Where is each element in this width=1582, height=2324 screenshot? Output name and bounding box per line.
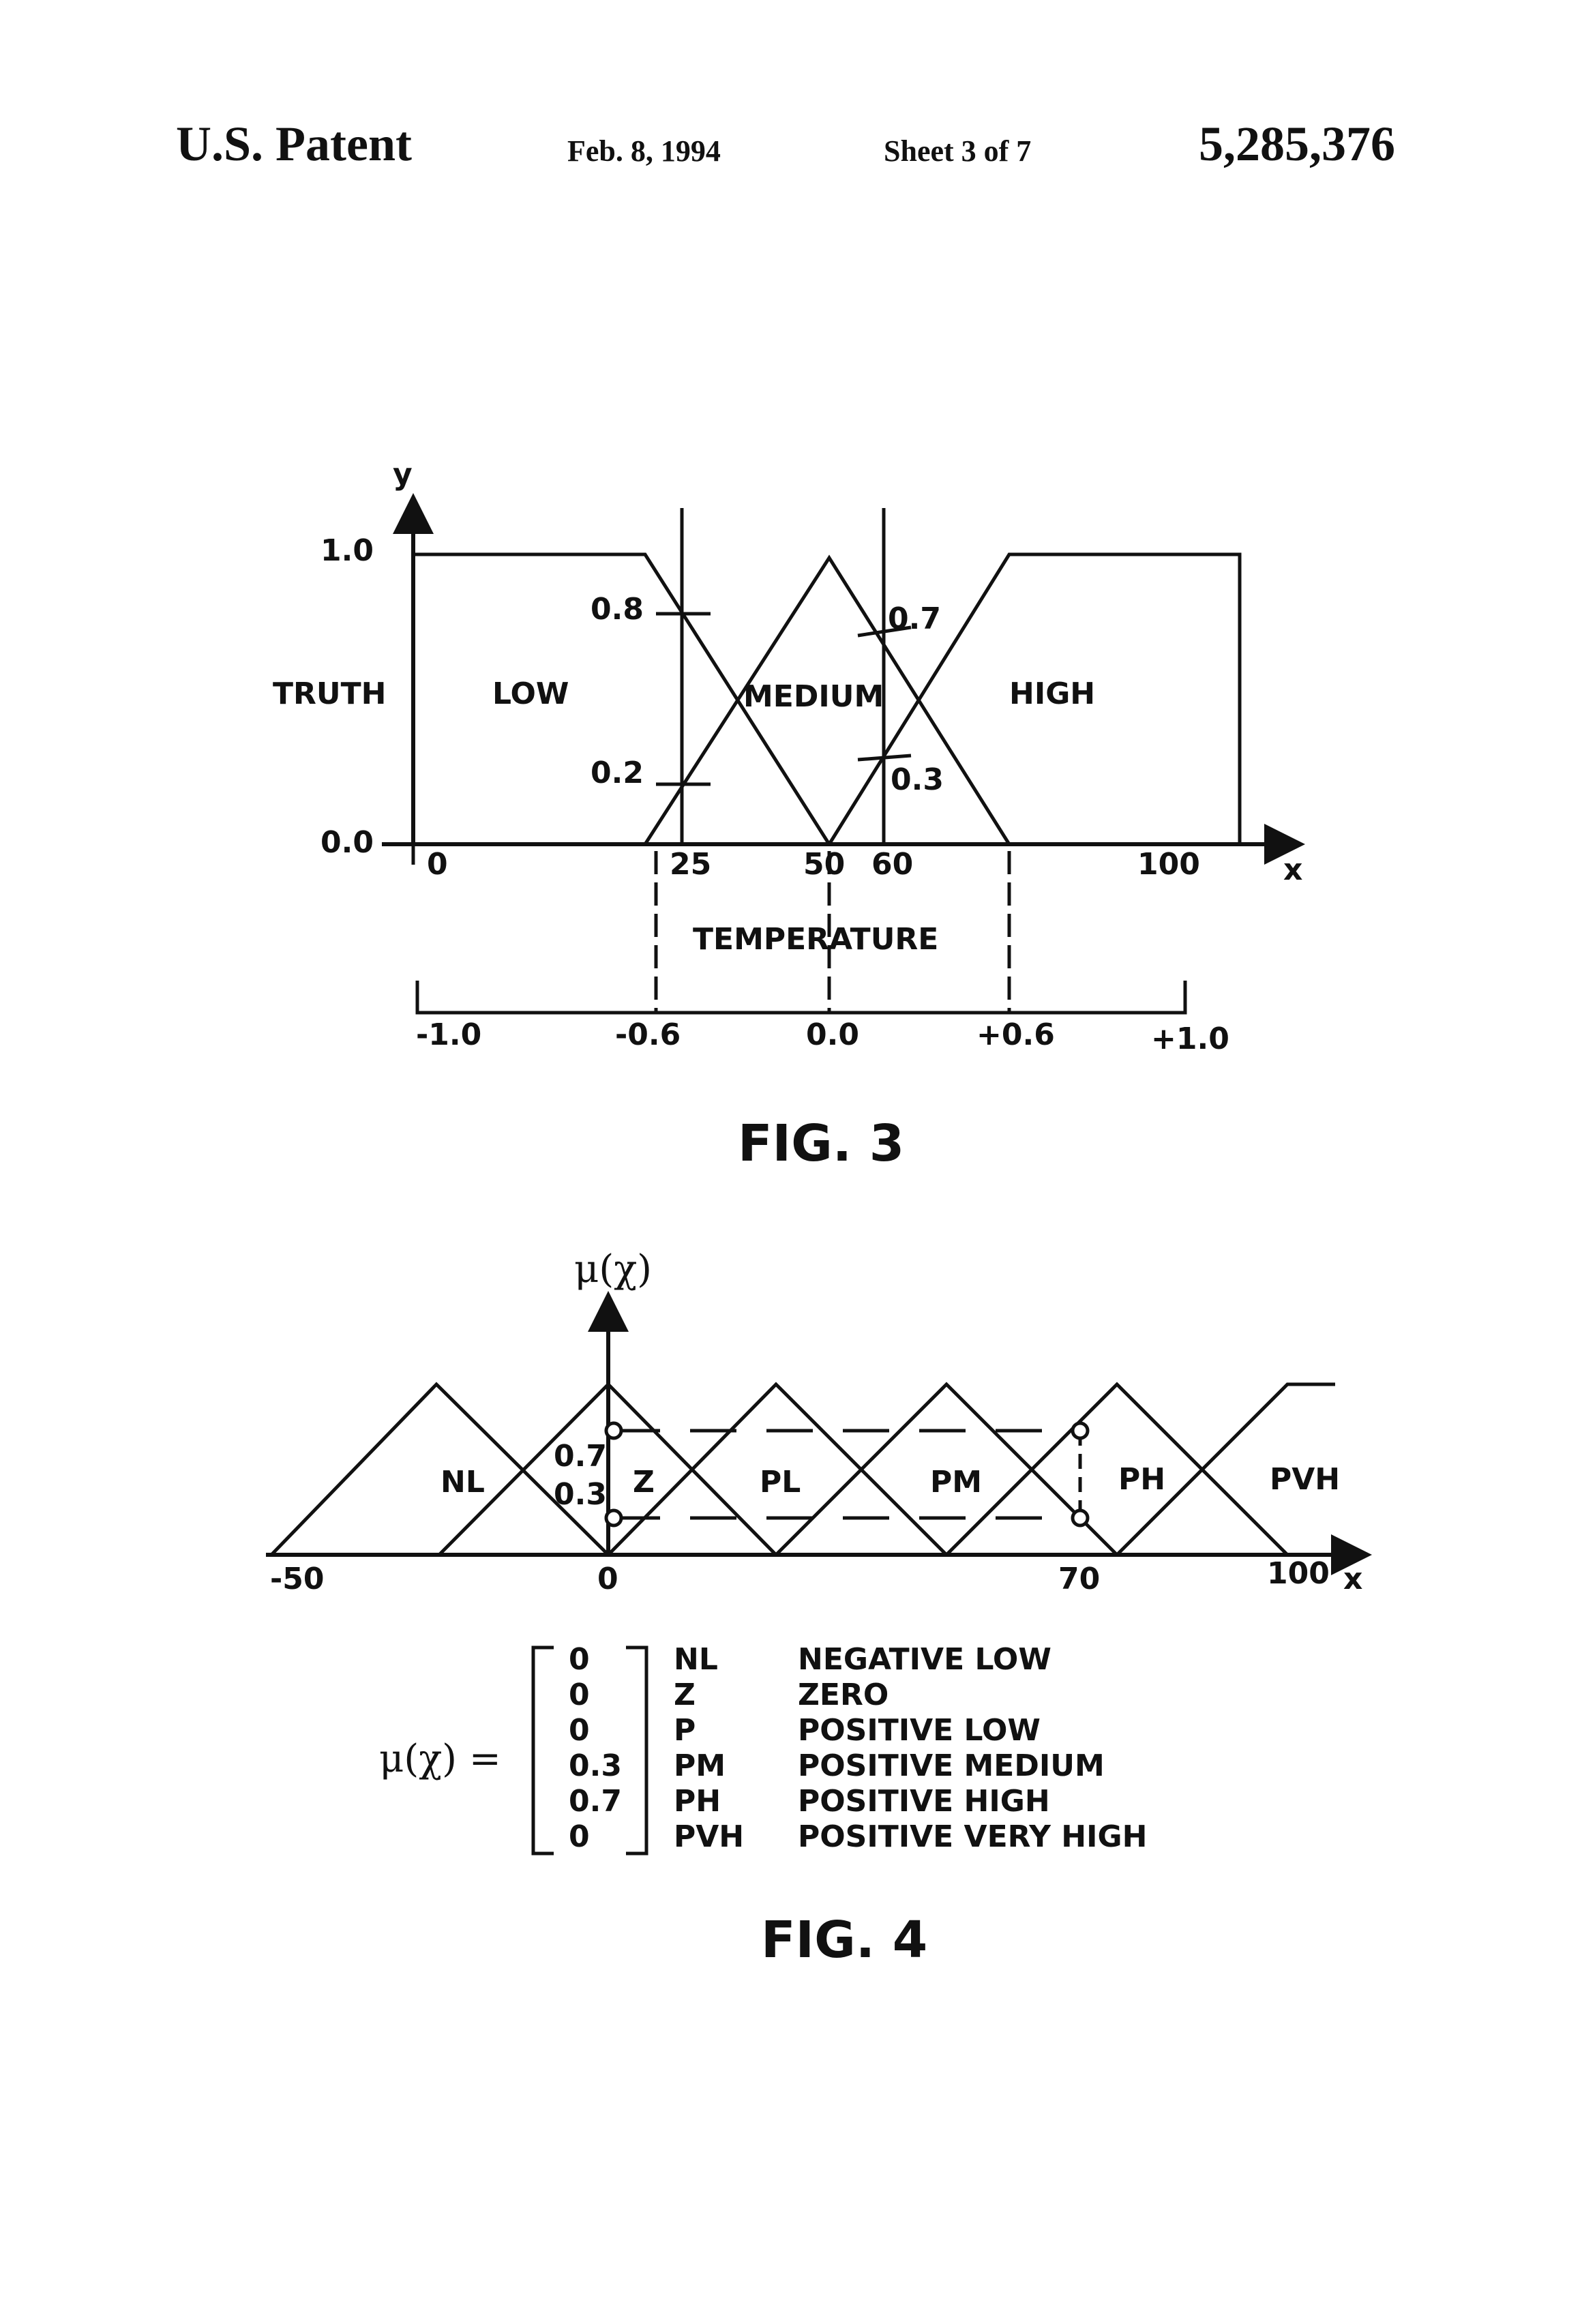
fig4-x-tick-label: 100 <box>1267 1556 1330 1591</box>
fig4-intercept-point <box>1071 1508 1090 1528</box>
fig3-x-tick-label: 100 <box>1137 847 1200 882</box>
fig3-y-axis-label: y <box>393 457 413 492</box>
fig3-normalized-scale <box>415 981 1187 1015</box>
fig3-x-axis-label: x <box>1283 852 1302 887</box>
fig3-temperature-label: TEMPERATURE <box>693 922 938 957</box>
fig3-x-tick-label: 50 <box>803 847 845 882</box>
fig4-intercept-label: 0.3 <box>554 1477 607 1512</box>
fig3-normalized-tick: +0.6 <box>976 1017 1055 1052</box>
header-patent-number: 5,285,376 <box>1199 117 1395 171</box>
fig4-set-label-pvh: PVH <box>1270 1462 1340 1497</box>
fig4-matrix-left-bracket <box>531 1645 554 1856</box>
matrix-value: 0 <box>569 1642 590 1677</box>
matrix-code: PVH <box>674 1819 744 1854</box>
header-patent-label: U.S. Patent <box>176 117 412 171</box>
fig3-normalized-tick: +1.0 <box>1151 1022 1229 1056</box>
fig3-high-curve <box>827 552 1242 846</box>
fig4-pm-curve <box>775 1382 1118 1556</box>
fig3-value-label: 0.8 <box>591 592 644 627</box>
fig4-axis-label: μ(χ) <box>574 1247 652 1292</box>
fig4-intercept-label: 0.7 <box>554 1439 607 1474</box>
fig4-matrix-right-bracket <box>626 1645 648 1856</box>
fig3-labels: y 1.0 0.0 TRUTH LOW MEDIUM HIGH 0.8 0.2 … <box>273 457 1302 1173</box>
matrix-code: P <box>674 1713 696 1748</box>
fig4-x-axis-label: x <box>1343 1562 1362 1596</box>
fig4-matrix-lhs: μ(χ) = <box>379 1737 501 1781</box>
matrix-name: POSITIVE VERY HIGH <box>798 1819 1147 1854</box>
matrix-code: Z <box>674 1678 696 1712</box>
fig4-nl-curve <box>270 1382 610 1556</box>
fig3-set-label-medium: MEDIUM <box>743 679 884 714</box>
fig3-diagram <box>382 493 1305 1015</box>
matrix-code: PM <box>674 1748 726 1783</box>
fig4-pl-curve <box>607 1382 948 1556</box>
fig4-diagram <box>266 1291 1372 1856</box>
fig4-set-label-pm: PM <box>930 1465 982 1500</box>
fig4-intercept-point <box>604 1508 623 1528</box>
matrix-name: NEGATIVE LOW <box>798 1642 1051 1677</box>
fig4-x-tick-label: 70 <box>1058 1562 1100 1596</box>
matrix-value: 0 <box>569 1678 590 1712</box>
fig3-normalized-tick: 0.0 <box>806 1017 859 1052</box>
matrix-name: ZERO <box>798 1678 889 1712</box>
matrix-code: NL <box>674 1642 718 1677</box>
fig3-caption: FIG. 3 <box>738 1114 904 1173</box>
fig4-labels: μ(χ) NL Z PL PM PH PVH 0.7 0.3 -50 0 70 … <box>270 1247 1362 1969</box>
fig4-x-tick-label: -50 <box>270 1562 325 1596</box>
fig4-intercept-point <box>604 1421 623 1440</box>
fig3-x-tick-label: 25 <box>670 847 711 882</box>
matrix-name: POSITIVE HIGH <box>798 1784 1050 1819</box>
matrix-value: 0 <box>569 1713 590 1748</box>
matrix-value: 0.7 <box>569 1784 622 1819</box>
fig3-set-label-high: HIGH <box>1009 676 1095 711</box>
fig3-y-tick-label: 1.0 <box>320 533 374 568</box>
fig3-medium-curve <box>643 554 1011 846</box>
fig3-x-tick-label: 0 <box>427 847 448 882</box>
fig4-set-label-nl: NL <box>441 1465 485 1500</box>
fig4-x-tick-label: 0 <box>597 1562 618 1596</box>
fig3-x-tick-label: 60 <box>871 847 913 882</box>
fig4-set-label-ph: PH <box>1118 1462 1165 1497</box>
matrix-value: 0.3 <box>569 1748 622 1783</box>
fig3-truth-label: TRUTH <box>273 676 386 711</box>
fig3-value-label: 0.7 <box>888 601 941 636</box>
fig4-z-curve <box>438 1382 777 1556</box>
header-date: Feb. 8, 1994 <box>567 134 721 168</box>
fig4-intercept-point <box>1071 1421 1090 1440</box>
fig3-set-label-low: LOW <box>492 676 569 711</box>
matrix-name: POSITIVE MEDIUM <box>798 1748 1105 1783</box>
fig3-value-label: 0.2 <box>591 756 644 790</box>
fig4-caption: FIG. 4 <box>761 1911 927 1969</box>
fig3-normalized-tick: -1.0 <box>416 1017 481 1052</box>
fig4-set-label-z: Z <box>633 1465 655 1500</box>
fig4-ph-curve <box>945 1382 1289 1556</box>
fig3-low-curve <box>413 552 831 846</box>
header-sheet-number: Sheet 3 of 7 <box>884 134 1032 168</box>
matrix-code: PH <box>674 1784 721 1819</box>
matrix-value: 0 <box>569 1819 590 1854</box>
fig3-tick-07 <box>857 625 912 638</box>
fig4-set-label-pl: PL <box>760 1465 801 1500</box>
fig3-value-label: 0.3 <box>891 762 944 797</box>
fig4-pvh-curve <box>1116 1382 1335 1556</box>
fig3-normalized-tick: -0.6 <box>615 1017 681 1052</box>
fig3-tick-03 <box>857 754 912 762</box>
matrix-name: POSITIVE LOW <box>798 1713 1041 1748</box>
fig3-y-tick-label: 0.0 <box>320 825 374 860</box>
